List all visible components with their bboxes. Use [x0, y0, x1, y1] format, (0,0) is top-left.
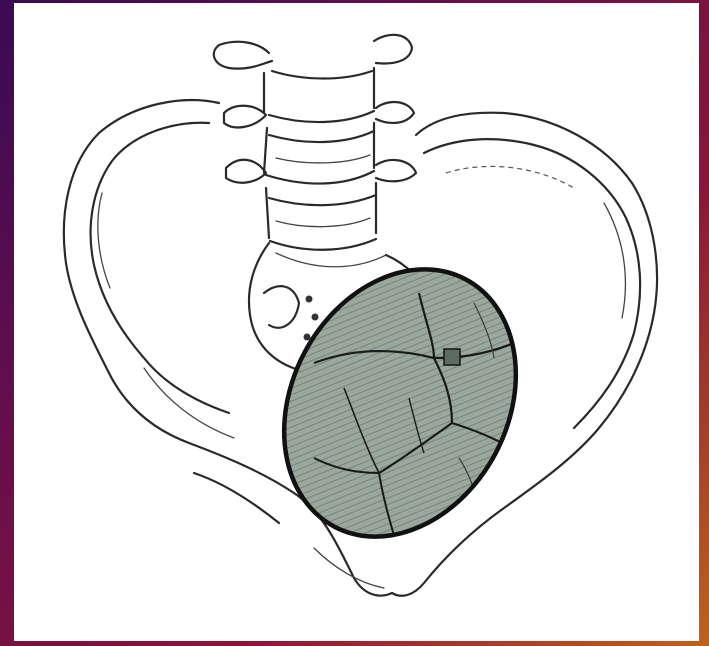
sacral-foramen-dot: [306, 296, 313, 303]
pelvic-mass: [239, 229, 561, 578]
illustration-panel: [14, 3, 699, 641]
lumbar-vertebrae: [214, 35, 416, 250]
pelvis-illustration: [14, 3, 699, 641]
sacral-foramen-dot: [304, 334, 311, 341]
sacral-foramen-dot: [312, 314, 319, 321]
